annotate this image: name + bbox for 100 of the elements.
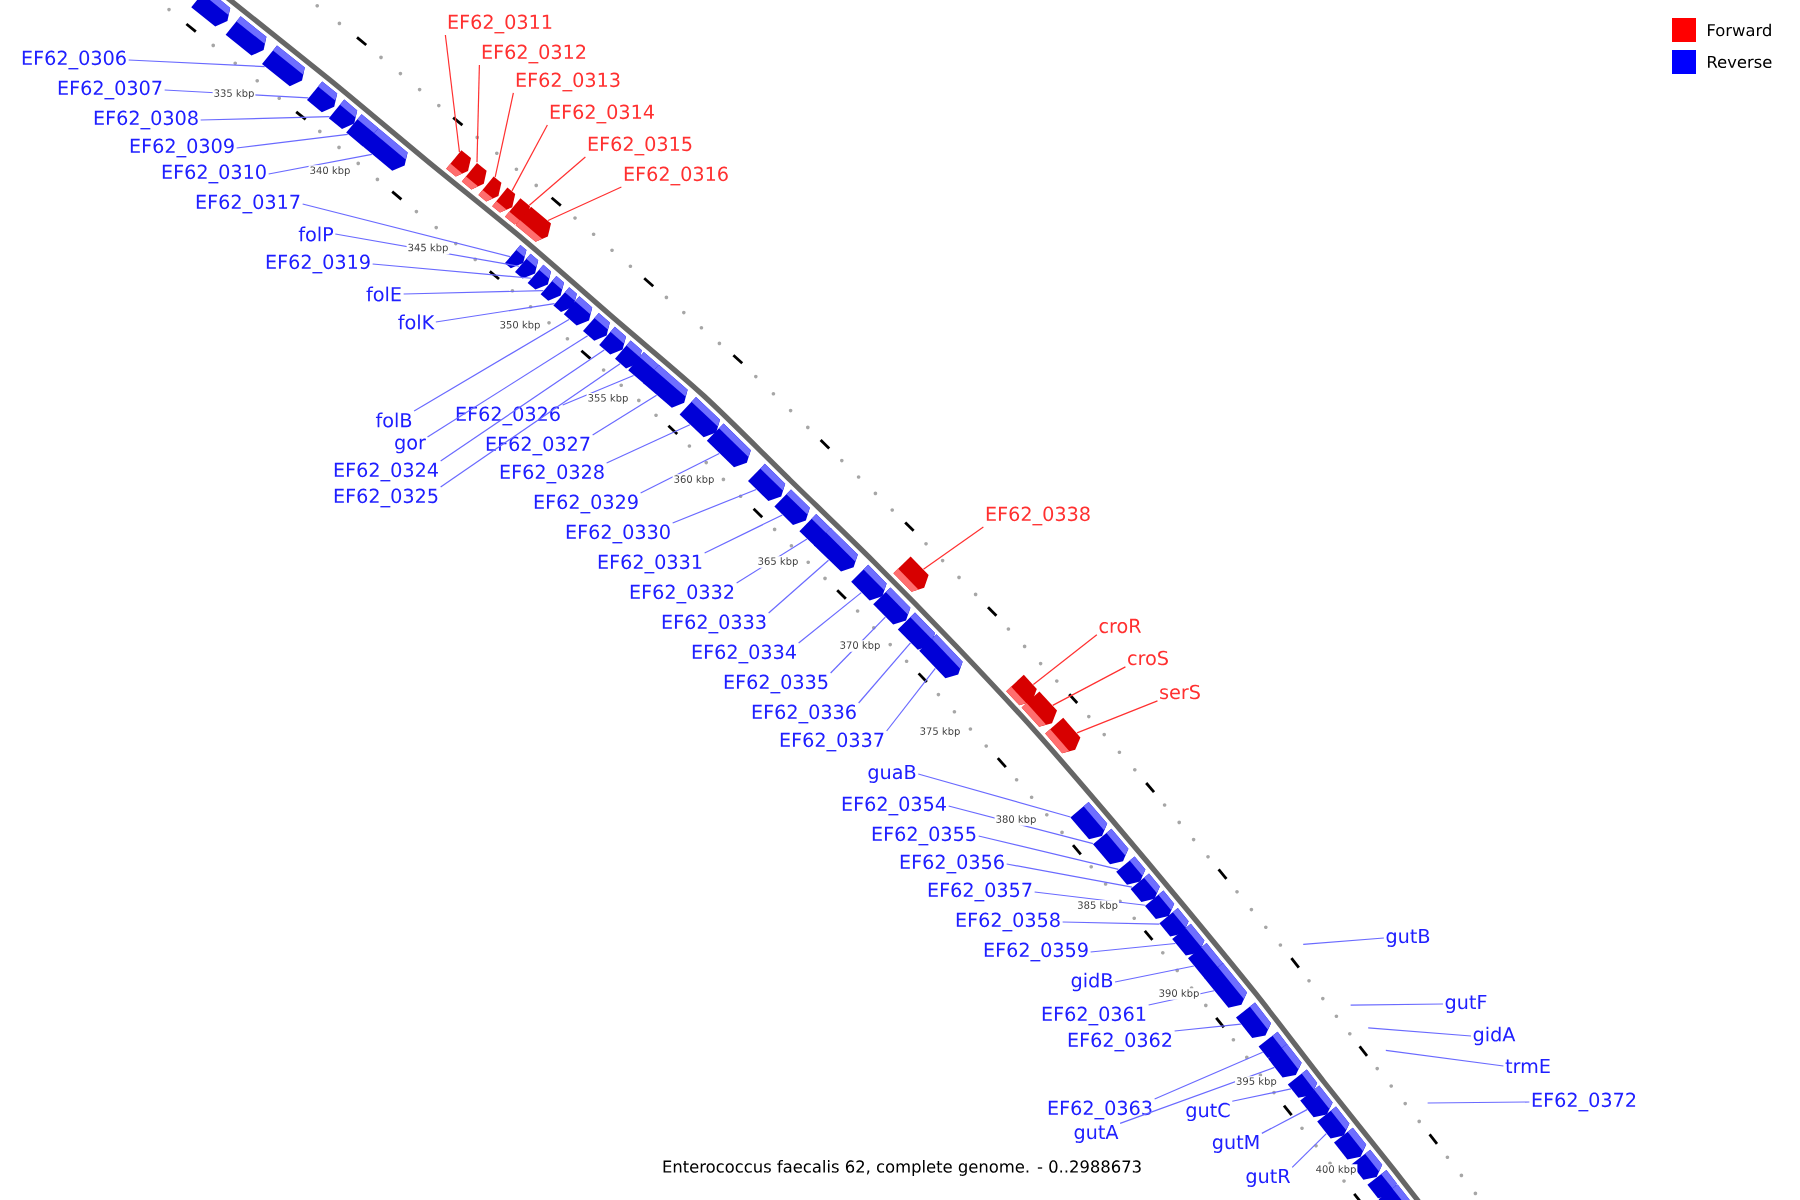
- gene-label: EF62_0328: [500, 464, 604, 484]
- gene-label: folP: [298, 226, 334, 242]
- gene-label: EF62_0338: [986, 506, 1090, 526]
- gene-block: [706, 423, 751, 468]
- leader-line: [440, 349, 605, 462]
- gene-label: EF62_0362: [1068, 1032, 1172, 1052]
- leader-line: [798, 592, 862, 644]
- gene-label: EF62_0330: [566, 524, 670, 544]
- leader-line: [444, 34, 461, 153]
- gene-block: [643, 364, 688, 408]
- leader-line: [858, 642, 912, 704]
- gene-label: EF62_0331: [598, 554, 702, 574]
- leader-line: [494, 92, 514, 178]
- gene-block: [446, 150, 471, 177]
- gene-block: [1236, 1002, 1271, 1038]
- leader-line: [592, 394, 658, 436]
- leader-line: [403, 290, 544, 295]
- gene-block: [540, 276, 564, 301]
- gene-label: EF62_0335: [724, 674, 828, 694]
- gene-block: [461, 163, 487, 190]
- leader-line: [372, 263, 532, 279]
- gene-label: EF62_0332: [630, 584, 734, 604]
- gene-label: guaB: [868, 765, 916, 783]
- leader-line: [736, 538, 808, 584]
- gene-block: [1116, 856, 1146, 885]
- gene-block: [1268, 1044, 1302, 1078]
- gene-block: [599, 326, 626, 355]
- gene-block: [262, 45, 305, 87]
- leader-line: [1302, 937, 1385, 945]
- gene-label: EF62_0363: [1048, 1100, 1152, 1120]
- gene-label: gutC: [1186, 1102, 1230, 1122]
- leader-line: [1367, 1027, 1472, 1037]
- gene-block: [515, 253, 539, 279]
- gene-label: EF62_0315: [588, 136, 692, 156]
- gene-block: [679, 397, 720, 438]
- gene-label: EF62_0317: [196, 194, 300, 214]
- gene-label: folK: [398, 314, 435, 330]
- leader-line: [1119, 1066, 1275, 1124]
- gene-block: [1300, 1085, 1333, 1118]
- gene-block: [873, 587, 911, 625]
- leader-line: [200, 116, 331, 121]
- gene-block: [563, 296, 593, 326]
- leader-line: [426, 335, 589, 438]
- gene-block: [813, 528, 858, 572]
- gene-label: EF62_0355: [872, 826, 976, 846]
- leader-line: [978, 835, 1119, 870]
- leader-line: [672, 488, 757, 524]
- gene-label: gidA: [1473, 1026, 1516, 1046]
- leader-line: [922, 526, 984, 570]
- legend-label: Reverse: [1708, 55, 1772, 69]
- leader-line: [435, 302, 556, 323]
- leader-line: [334, 233, 520, 267]
- gene-label: EF62_0359: [984, 942, 1088, 962]
- gene-block: [919, 634, 963, 679]
- gene-block: [527, 264, 551, 290]
- leader-line: [562, 374, 635, 406]
- leader-line: [511, 124, 548, 192]
- gene-label: gutR: [1246, 1169, 1291, 1187]
- gene-block: [307, 81, 338, 113]
- gene-label: gutM: [1212, 1135, 1259, 1153]
- gene-block: [363, 128, 408, 171]
- gene-label: EF62_0308: [94, 110, 198, 130]
- leader-line: [1174, 1023, 1242, 1032]
- gene-label: serS: [1160, 684, 1200, 700]
- leader-line: [1261, 1109, 1308, 1134]
- leader-line: [1052, 666, 1127, 706]
- gene-label: croR: [1099, 618, 1142, 634]
- leader-line: [1032, 634, 1098, 686]
- leader-line: [1114, 965, 1195, 983]
- caption: Enterococcus faecalis 62, complete genome. - 0..2988673: [663, 1160, 1141, 1176]
- gene-block: [191, 0, 231, 27]
- gene-block: [225, 16, 267, 56]
- gene-block: [1378, 1184, 1414, 1200]
- leader-line: [917, 773, 1072, 818]
- leader-line: [413, 318, 570, 412]
- gene-label: croS: [1128, 650, 1168, 666]
- leader-line: [1062, 921, 1161, 925]
- gene-block: [1317, 1106, 1350, 1139]
- gene-block: [1021, 691, 1057, 727]
- leader-line: [1427, 1101, 1530, 1104]
- leader-line: [268, 153, 373, 175]
- legend-label: Forward: [1708, 23, 1771, 37]
- leader-line: [1231, 1088, 1292, 1102]
- gene-label: EF62_0329: [534, 494, 638, 514]
- gene-block: [1204, 963, 1247, 1008]
- gene-block: [1093, 828, 1129, 865]
- leader-line: [948, 805, 1094, 845]
- gene-label: folE: [366, 286, 401, 302]
- leader-line: [1291, 1132, 1327, 1168]
- gene-block: [1172, 923, 1205, 956]
- gene-block: [1145, 890, 1175, 919]
- leader-line: [1385, 1049, 1505, 1067]
- leader-line: [440, 363, 621, 488]
- leader-line: [640, 452, 720, 494]
- gene-block: [1070, 802, 1108, 840]
- leader-line: [768, 559, 830, 614]
- leader-line: [886, 667, 936, 732]
- gene-label: gutF: [1445, 995, 1487, 1013]
- gene-block: [583, 313, 610, 341]
- gene-label: EF62_0310: [162, 164, 266, 184]
